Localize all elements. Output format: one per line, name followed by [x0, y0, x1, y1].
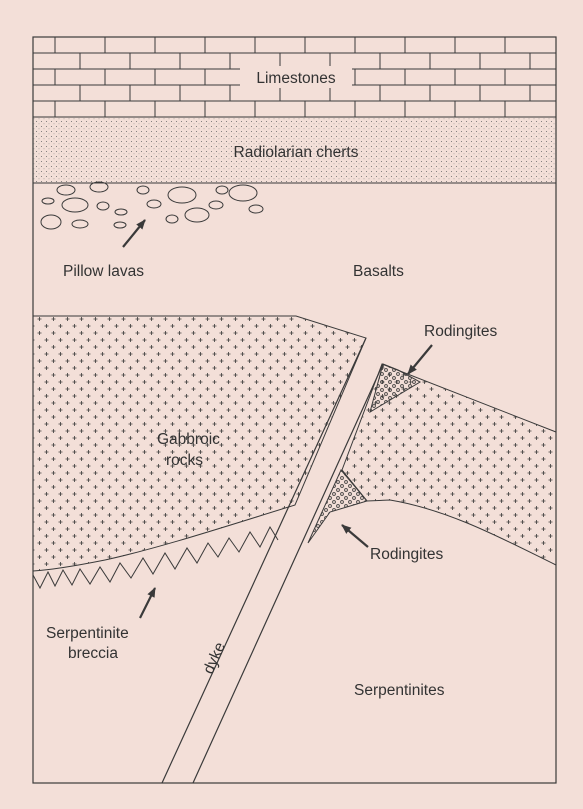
rodingites-lower-label: Rodingites	[370, 546, 443, 563]
gabbroic-rocks-right	[342, 364, 556, 565]
rodingites-upper-label: Rodingites	[424, 323, 497, 340]
pillow-lavas-label: Pillow lavas	[63, 263, 144, 280]
dyke-label: dyke	[200, 640, 229, 677]
pillow-lavas-arrow	[123, 220, 145, 247]
serpentinite-breccia-label-line1: Serpentinite	[46, 625, 129, 642]
gabbroic-label-line1: Gabbroic	[157, 431, 220, 448]
radiolarian-cherts-label: Radiolarian cherts	[234, 144, 359, 161]
serpentinite-breccia-arrow	[140, 588, 155, 618]
limestones-label: Limestones	[256, 70, 336, 87]
basalts-label: Basalts	[353, 263, 404, 280]
rodingites-upper-arrow	[408, 345, 432, 374]
gabbroic-label-line2: rocks	[166, 452, 203, 469]
rodingites-lower-arrow	[342, 525, 368, 547]
serpentinite-breccia-label-line2: breccia	[68, 645, 118, 662]
pillow-lavas	[41, 182, 263, 229]
serpentinites-label: Serpentinites	[354, 682, 445, 699]
